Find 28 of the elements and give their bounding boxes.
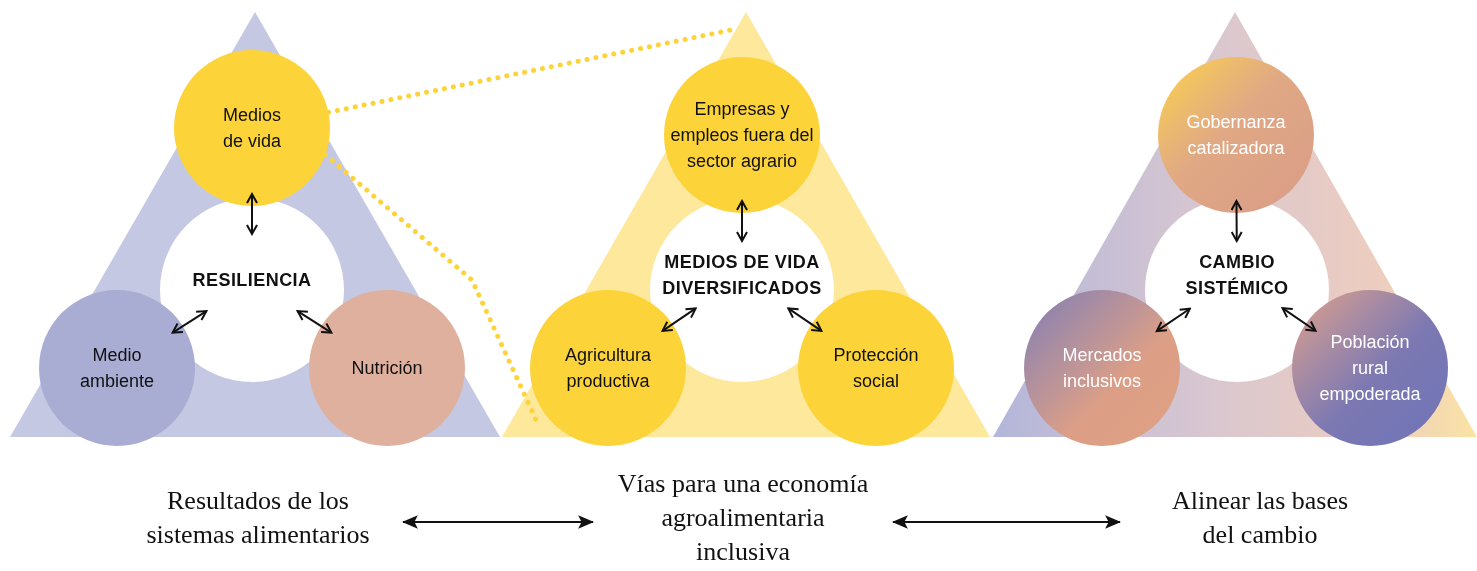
dotted-connector xyxy=(325,27,734,115)
double-arrow xyxy=(661,307,697,332)
circle-label: Nutrición xyxy=(350,357,424,380)
circle-label: Protección social xyxy=(832,344,920,393)
hub-label: MEDIOS DE VIDA DIVERSIFICADOS xyxy=(637,249,847,305)
double-arrow xyxy=(1230,200,1243,242)
circle-label: Empresas y empleos fuera del sector agrario xyxy=(669,98,815,173)
double-arrow xyxy=(891,515,1122,529)
circle-label: Medio ambiente xyxy=(78,344,156,393)
circle-label: Mercados inclusivos xyxy=(1061,344,1143,393)
circle-label: Medios de vida xyxy=(221,104,282,153)
circle-label: Gobernanza catalizadora xyxy=(1185,111,1287,160)
double-arrow xyxy=(1155,307,1191,333)
caption-text: Alinear las bases del cambio xyxy=(1120,484,1400,556)
double-arrow xyxy=(296,310,333,334)
double-arrow xyxy=(1281,307,1317,332)
circle-label: Población rural empoderada xyxy=(1318,331,1422,406)
dotted-connector xyxy=(322,152,540,425)
double-arrow xyxy=(787,307,823,332)
caption-text: Resultados de los sistemas alimentarios xyxy=(113,484,403,556)
double-arrow xyxy=(401,515,595,529)
double-arrow xyxy=(246,193,258,235)
circle-label: Agricultura productiva xyxy=(563,344,652,393)
hub-label: CAMBIO SISTÉMICO xyxy=(1167,249,1307,305)
caption-text: Vías para una economía agroalimentaria inclusiva xyxy=(593,467,893,571)
hub-label: RESILIENCIA xyxy=(172,267,332,297)
double-arrow xyxy=(736,200,748,242)
double-arrow xyxy=(171,310,208,334)
